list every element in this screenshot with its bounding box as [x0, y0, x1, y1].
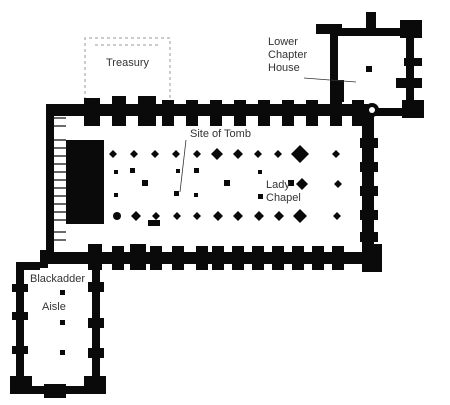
stair-core — [369, 107, 375, 113]
label-chapter-line1: Lower — [268, 36, 298, 48]
south-buttresses — [88, 244, 382, 272]
aisle-walls — [10, 250, 106, 398]
west-steps — [46, 117, 66, 241]
treasury-outline — [84, 37, 171, 100]
interior-piers — [109, 145, 342, 226]
label-treasury: Treasury — [106, 57, 149, 69]
label-lady-line2: Chapel — [266, 192, 301, 204]
east-buttresses — [360, 138, 378, 242]
label-site-of-tomb: Site of Tomb — [190, 128, 251, 140]
wall-west — [66, 140, 104, 224]
leader-lines — [179, 77, 357, 193]
label-aisle-line1: Blackadder — [30, 273, 85, 285]
label-chapter-line3: House — [268, 62, 300, 74]
label-lady-line1: Lady — [266, 179, 290, 191]
label-chapter-line2: Chapter — [268, 49, 307, 61]
chapter-house — [316, 12, 424, 118]
label-aisle-line2: Aisle — [42, 301, 66, 313]
north-buttresses — [84, 96, 364, 126]
